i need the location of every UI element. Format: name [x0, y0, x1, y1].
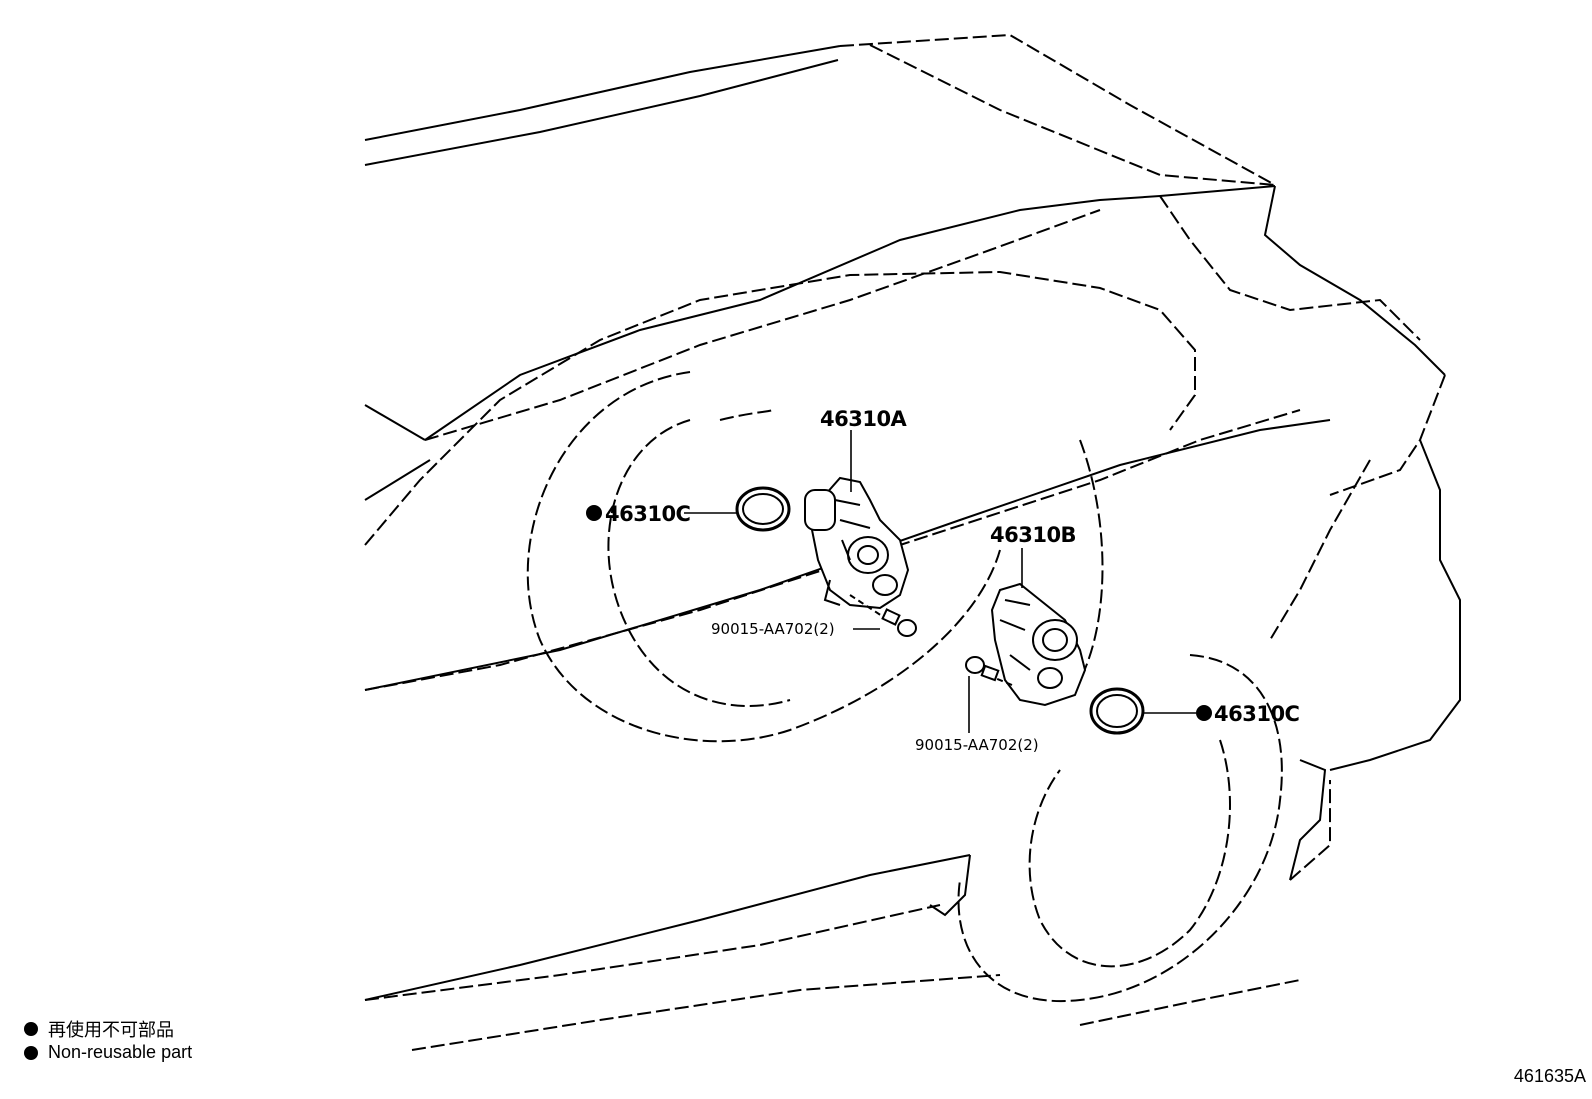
callout-seal-right: 46310C — [1214, 702, 1300, 726]
actuator-motor-b — [990, 582, 1087, 707]
callout-motor-a: 46310A — [820, 407, 908, 431]
bullet-icon — [24, 1045, 38, 1060]
non-reusable-marker-left — [586, 505, 602, 521]
leader-lines — [684, 430, 1196, 733]
callout-bolt-upper: 90015-AA702(2) — [711, 620, 835, 638]
legend-english: Non-reusable part — [24, 1042, 192, 1063]
legend-japanese-text: 再使用不可部品 — [48, 1020, 174, 1040]
rear-wheel — [957, 654, 1283, 1003]
callout-seal-left: 46310C — [605, 502, 691, 526]
seal-ring-left — [735, 486, 791, 532]
legend-japanese: 再使用不可部品 — [24, 1016, 174, 1042]
bolt-upper — [849, 594, 917, 637]
bolt-lower — [965, 656, 1013, 686]
diagram-code: 461635A — [1513, 1066, 1586, 1086]
legend-english-text: Non-reusable part — [48, 1042, 193, 1062]
bullet-icon — [24, 1022, 38, 1036]
seal-ring-right — [1089, 687, 1145, 735]
actuator-motor-a — [804, 476, 910, 610]
front-wheel — [526, 371, 1104, 743]
non-reusable-marker-right — [1196, 705, 1212, 721]
callout-bolt-lower: 90015-AA702(2) — [915, 736, 1039, 754]
callout-motor-b: 46310B — [990, 523, 1076, 547]
